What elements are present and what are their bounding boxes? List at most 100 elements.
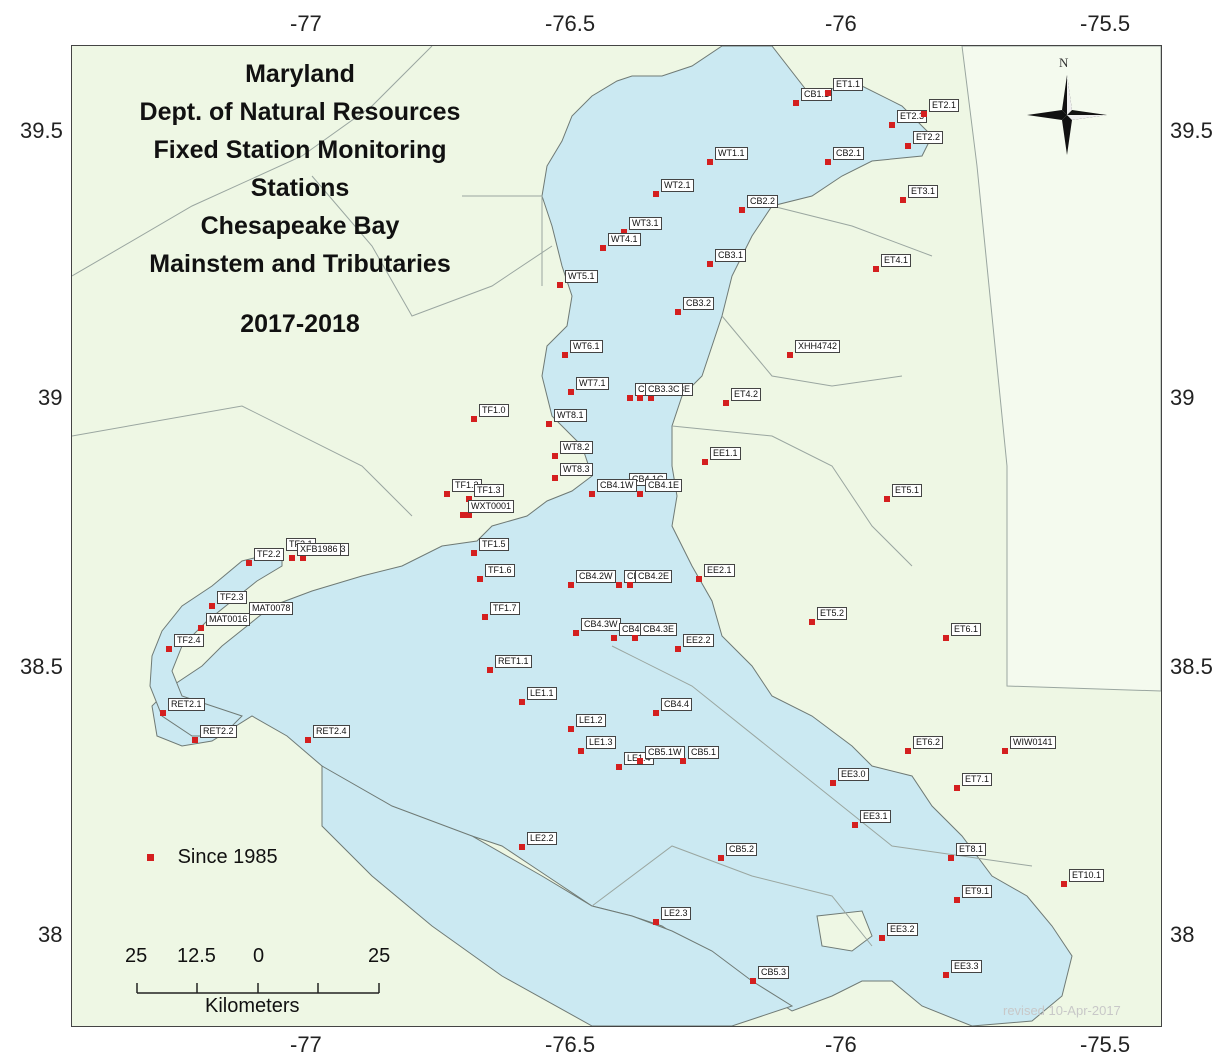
station-marker[interactable] <box>637 395 643 401</box>
station-marker[interactable] <box>616 582 622 588</box>
station-marker[interactable] <box>905 143 911 149</box>
station-label: CB5.3 <box>758 966 790 979</box>
station-marker[interactable] <box>825 90 831 96</box>
station-marker[interactable] <box>289 555 295 561</box>
station-marker[interactable] <box>879 935 885 941</box>
station-marker[interactable] <box>852 822 858 828</box>
station-label: XFB1986 <box>297 543 341 556</box>
station-label: TF1.3 <box>474 484 504 497</box>
station-label: TF2.4 <box>174 634 204 647</box>
station-marker[interactable] <box>466 512 472 518</box>
station-marker[interactable] <box>905 748 911 754</box>
station-marker[interactable] <box>675 646 681 652</box>
station-marker[interactable] <box>160 710 166 716</box>
station-marker[interactable] <box>557 282 563 288</box>
station-label: CB4.3W <box>581 618 621 631</box>
station-label: ET6.2 <box>913 736 944 749</box>
station-marker[interactable] <box>948 855 954 861</box>
station-marker[interactable] <box>209 603 215 609</box>
station-marker[interactable] <box>825 159 831 165</box>
station-marker[interactable] <box>943 635 949 641</box>
station-label: TF2.2 <box>254 548 284 561</box>
station-marker[interactable] <box>793 100 799 106</box>
station-marker[interactable] <box>600 245 606 251</box>
station-marker[interactable] <box>519 699 525 705</box>
station-marker[interactable] <box>471 550 477 556</box>
station-marker[interactable] <box>648 395 654 401</box>
station-marker[interactable] <box>637 758 643 764</box>
station-label: TF1.5 <box>479 538 509 551</box>
station-marker[interactable] <box>653 919 659 925</box>
station-label: WXT0001 <box>468 500 515 513</box>
station-label: RET2.4 <box>313 725 350 738</box>
station-marker[interactable] <box>884 496 890 502</box>
station-label: TF1.6 <box>485 564 515 577</box>
station-marker[interactable] <box>873 266 879 272</box>
station-marker[interactable] <box>246 560 252 566</box>
station-marker[interactable] <box>166 646 172 652</box>
station-label: CB5.1W <box>645 746 685 759</box>
station-marker[interactable] <box>552 453 558 459</box>
station-marker[interactable] <box>889 122 895 128</box>
station-marker[interactable] <box>611 635 617 641</box>
station-marker[interactable] <box>578 748 584 754</box>
station-marker[interactable] <box>300 555 306 561</box>
station-marker[interactable] <box>192 737 198 743</box>
station-label: CB5.2 <box>726 843 758 856</box>
station-label: WT8.2 <box>560 441 593 454</box>
title-line: Maryland <box>245 60 355 88</box>
station-marker[interactable] <box>680 758 686 764</box>
station-marker[interactable] <box>546 421 552 427</box>
station-marker[interactable] <box>830 780 836 786</box>
station-marker[interactable] <box>466 496 472 502</box>
map-canvas <box>72 46 1161 1026</box>
station-marker[interactable] <box>632 635 638 641</box>
station-marker[interactable] <box>519 844 525 850</box>
station-marker[interactable] <box>198 625 204 631</box>
station-marker[interactable] <box>900 197 906 203</box>
station-marker[interactable] <box>621 229 627 235</box>
station-marker[interactable] <box>562 352 568 358</box>
station-marker[interactable] <box>943 972 949 978</box>
station-marker[interactable] <box>653 191 659 197</box>
station-marker[interactable] <box>477 576 483 582</box>
station-marker[interactable] <box>627 395 633 401</box>
station-marker[interactable] <box>787 352 793 358</box>
station-marker[interactable] <box>750 978 756 984</box>
station-marker[interactable] <box>809 619 815 625</box>
station-marker[interactable] <box>675 309 681 315</box>
station-marker[interactable] <box>1002 748 1008 754</box>
station-marker[interactable] <box>921 111 927 117</box>
north-arrow: N <box>1022 55 1112 160</box>
station-marker[interactable] <box>573 630 579 636</box>
station-marker[interactable] <box>707 159 713 165</box>
station-marker[interactable] <box>305 737 311 743</box>
station-marker[interactable] <box>568 389 574 395</box>
station-marker[interactable] <box>707 261 713 267</box>
map-frame[interactable] <box>71 45 1162 1027</box>
station-marker[interactable] <box>718 855 724 861</box>
station-marker[interactable] <box>568 726 574 732</box>
station-marker[interactable] <box>739 207 745 213</box>
station-marker[interactable] <box>487 667 493 673</box>
station-marker[interactable] <box>723 400 729 406</box>
station-marker[interactable] <box>552 475 558 481</box>
station-marker[interactable] <box>702 459 708 465</box>
station-marker[interactable] <box>954 785 960 791</box>
station-label: CB1.1 <box>801 88 833 101</box>
station-marker[interactable] <box>1061 881 1067 887</box>
lat-tick-right-3: 38.5 <box>1170 654 1213 679</box>
station-marker[interactable] <box>696 576 702 582</box>
station-marker[interactable] <box>444 491 450 497</box>
station-marker[interactable] <box>616 764 622 770</box>
station-marker[interactable] <box>471 416 477 422</box>
station-marker[interactable] <box>627 582 633 588</box>
station-marker[interactable] <box>954 897 960 903</box>
station-label: ET10.1 <box>1069 869 1105 882</box>
station-marker[interactable] <box>568 582 574 588</box>
station-marker[interactable] <box>653 710 659 716</box>
station-marker[interactable] <box>637 491 643 497</box>
station-marker[interactable] <box>482 614 488 620</box>
station-marker[interactable] <box>460 512 466 518</box>
station-marker[interactable] <box>589 491 595 497</box>
